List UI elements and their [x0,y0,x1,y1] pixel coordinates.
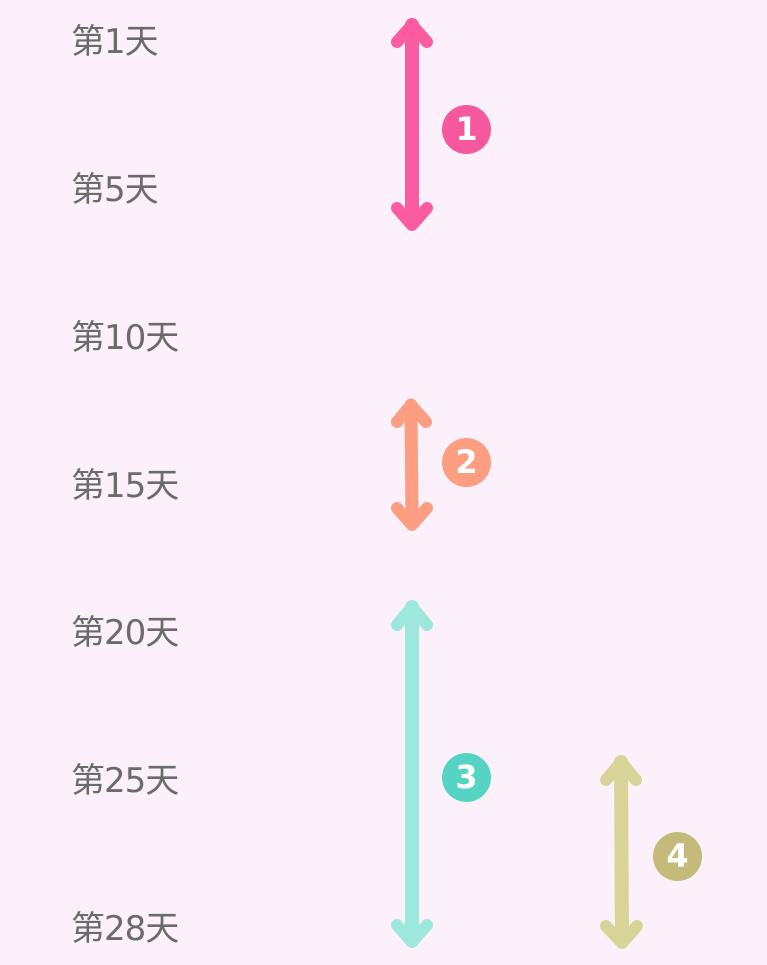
day-label-5: 第5天 [71,170,159,210]
phase-badge-1: 1 [442,105,491,154]
day-label-1: 第1天 [71,22,159,62]
day-label-20: 第20天 [71,613,179,653]
phase-badge-2: 2 [442,438,491,487]
day-label-28: 第28天 [71,909,179,949]
double-arrow-icon-phase-3 [391,600,433,948]
day-label-10: 第10天 [71,318,179,358]
double-arrow-icon-phase-1 [391,18,433,231]
day-label-25: 第25天 [71,761,179,801]
phase-badge-4: 4 [653,832,702,881]
phase-badge-3: 3 [442,753,491,802]
day-label-15: 第15天 [71,466,179,506]
double-arrow-icon-phase-2 [391,398,433,531]
double-arrow-icon-phase-4 [600,755,643,949]
